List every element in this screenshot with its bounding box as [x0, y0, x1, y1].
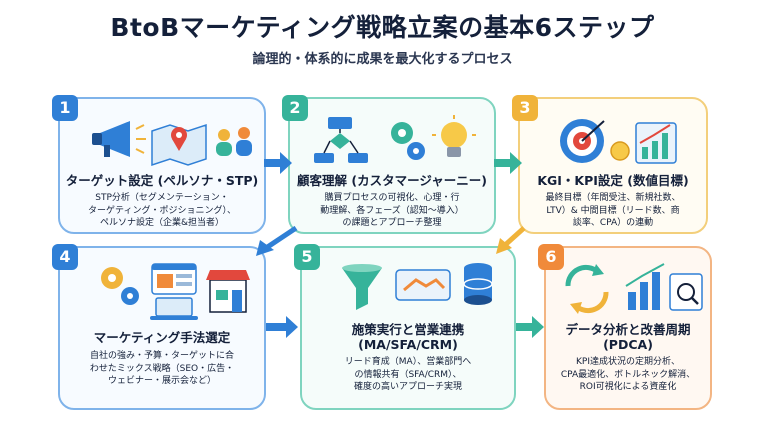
coin-icon [610, 141, 630, 161]
arrow-step4-to-step5 [266, 316, 298, 338]
growth-chart-icon [635, 122, 677, 164]
step-1-card: 1 ターゲット設定 (ペルソナ・STP) STP分析（セグメンテーション・ ター… [52, 95, 266, 234]
step-3-body: 最終目標（年間受注、新規社数、 LTV）& 中間目標（リード数、商 談率、CPA… [545, 193, 681, 228]
laptop-icon [150, 297, 198, 320]
storefront-icon [206, 270, 250, 313]
browser-window-icon [151, 263, 197, 295]
step-3-number: 3 [512, 95, 538, 121]
page-subtitle: 論理的・体系的に成果を最大化するプロセス [252, 52, 513, 67]
step-3-illustration [560, 119, 677, 164]
gears-icon [391, 122, 425, 160]
refresh-cycle-icon [565, 264, 609, 314]
step-1-body: STP分析（セグメンテーション・ ターゲティング・ポジショニング）、 ペルソナ設… [88, 193, 236, 228]
gears-icon [101, 267, 139, 305]
step-2-body: 購買プロセスの可視化、心理・行 動理解、各フェーズ（認知〜導入） の課題とアプロ… [320, 193, 464, 228]
page-title: BtoBマーケティング戦略立案の基本6ステップ [110, 13, 655, 42]
arrow-step2-to-step4 [256, 226, 298, 256]
step-6-number: 6 [538, 244, 564, 270]
step-5-number: 5 [294, 244, 320, 270]
flowchart-icon [314, 117, 368, 163]
step-5-card: 5 施策実行と営業連携 (MA/SFA/CRM) リード育成（MA）、営業部門へ… [294, 244, 516, 410]
target-icon [560, 119, 605, 163]
step-3-card: 3 KGI・KPI設定 (数値目標) 最終目標（年間受注、新規社数、 LTV）&… [512, 95, 708, 234]
step-4-number: 4 [52, 244, 78, 270]
analysis-magnifier-icon [669, 273, 703, 311]
step-6-heading: データ分析と改善周期 (PDCA) [565, 322, 691, 352]
step-2-illustration [314, 115, 476, 163]
step-4-body: 自社の強み・予算・ターゲットに合 わせたミックス戦略（SEO・広告・ ウェビナー… [89, 351, 235, 386]
lightbulb-icon [432, 115, 476, 157]
step-1-heading: ターゲット設定 (ペルソナ・STP) [65, 173, 259, 188]
step-6-illustration [565, 263, 703, 314]
step-4-card: 4 マーケティング手法選定 自社の強み・予算・ターゲットに合 わせたミックス戦略… [52, 244, 266, 410]
step-2-card: 2 顧客理解 (カスタマージャーニー) 購買プロセスの可視化、心理・行 動理解、… [282, 95, 496, 234]
step-2-heading: 顧客理解 (カスタマージャーニー) [297, 173, 487, 188]
step-4-heading: マーケティング手法選定 [93, 330, 231, 345]
step-1-illustration [92, 121, 252, 167]
step-6-body: KPI達成状況の定期分析、 CPA最適化、ボトルネック解消、 ROI可視化による… [560, 357, 696, 392]
step-5-illustration [342, 263, 493, 310]
map-pin-icon [151, 123, 207, 167]
step-6-card: 6 データ分析と改善周期 (PDCA) KPI達成状況の定期分析、 CPA最適化… [538, 244, 712, 410]
arrow-step5-to-step6 [516, 316, 544, 338]
arrow-step1-to-step2 [264, 152, 292, 174]
arrow-step2-to-step3 [494, 152, 522, 174]
step-5-body: リード育成（MA）、営業部門へ の情報共有（SFA/CRM）、 確度の高いアプロ… [344, 357, 472, 392]
step-1-number: 1 [52, 95, 78, 121]
step-2-number: 2 [282, 95, 308, 121]
step-4-illustration [101, 263, 250, 320]
step-5-heading: 施策実行と営業連携 (MA/SFA/CRM) [351, 322, 465, 352]
database-icon [463, 263, 493, 305]
step-3-heading: KGI・KPI設定 (数値目標) [537, 173, 689, 188]
funnel-icon [342, 264, 382, 310]
arrow-step3-to-step5 [496, 226, 526, 254]
bar-chart-icon [625, 263, 665, 310]
handshake-icon [395, 269, 451, 301]
megaphone-icon [92, 121, 146, 157]
people-group-icon [216, 127, 252, 156]
